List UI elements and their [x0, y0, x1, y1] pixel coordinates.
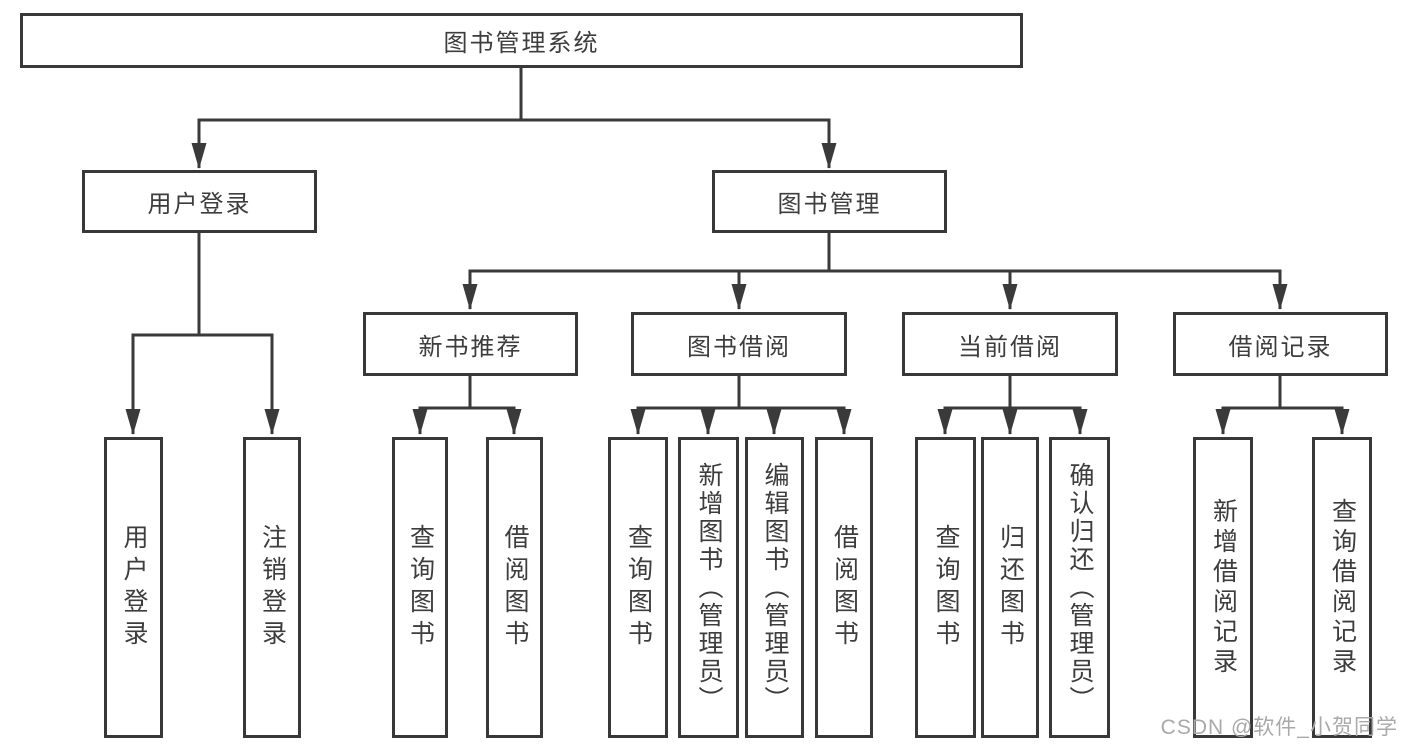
leaf-edit-books-admin: 编辑图书（管理员） [745, 437, 804, 738]
leaf-borrow-query-books: 查询图书 [608, 437, 668, 738]
leaf-recommend-borrow-books: 借阅图书 [486, 437, 543, 738]
node-new-book-recommend: 新书推荐 [363, 312, 578, 376]
leaf-confirm-return-admin: 确认归还（管理员） [1049, 437, 1110, 738]
csdn-watermark: CSDN @软件_小贺同学 [1160, 716, 1398, 739]
leaf-logout: 注销登录 [243, 437, 301, 738]
leaf-current-query-books: 查询图书 [915, 437, 976, 738]
node-borrow-record: 借阅记录 [1173, 312, 1388, 376]
node-root: 图书管理系统 [20, 13, 1023, 68]
leaf-borrow-books: 借阅图书 [815, 437, 873, 738]
node-book-borrow: 图书借阅 [631, 312, 847, 376]
node-book-management: 图书管理 [712, 170, 947, 233]
node-current-borrow: 当前借阅 [902, 312, 1118, 376]
leaf-query-borrow-record: 查询借阅记录 [1312, 437, 1372, 738]
leaf-add-borrow-record: 新增借阅记录 [1193, 437, 1253, 738]
leaf-user-login: 用户登录 [104, 437, 163, 738]
leaf-add-books-admin: 新增图书（管理员） [678, 437, 739, 738]
node-user-login: 用户登录 [82, 170, 317, 233]
leaf-return-books: 归还图书 [981, 437, 1039, 738]
leaf-recommend-query-books: 查询图书 [392, 437, 448, 738]
